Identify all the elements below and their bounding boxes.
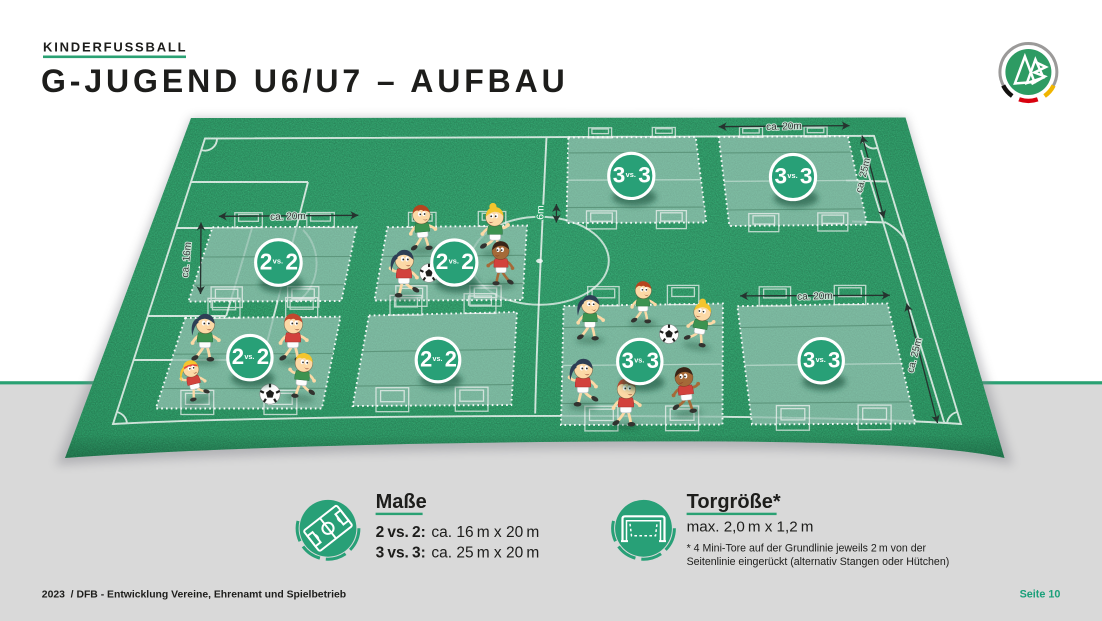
svg-text:3: 3 [613, 163, 626, 188]
svg-text:vs.: vs. [626, 170, 636, 179]
svg-text:3: 3 [622, 348, 634, 373]
svg-text:ca. 20m: ca. 20m [797, 291, 833, 303]
svg-text:2: 2 [436, 249, 449, 274]
svg-text:vs.: vs. [449, 257, 459, 266]
svg-text:2 vs. 2:: 2 vs. 2: [376, 524, 426, 541]
svg-text:Seite 10: Seite 10 [1020, 589, 1061, 601]
svg-text:2: 2 [445, 347, 457, 372]
svg-text:2: 2 [232, 344, 244, 369]
svg-text:vs.: vs. [433, 354, 443, 363]
svg-text:2: 2 [285, 248, 298, 274]
svg-text:ca. 20m: ca. 20m [766, 121, 802, 133]
svg-text:vs.: vs. [634, 356, 644, 365]
svg-text:ca. 16 m x 20 m: ca. 16 m x 20 m [431, 524, 539, 541]
svg-text:3: 3 [800, 164, 813, 189]
svg-text:KINDERFUSSBALL: KINDERFUSSBALL [43, 40, 187, 55]
svg-text:2: 2 [257, 344, 269, 369]
svg-text:ca. 16m: ca. 16m [180, 242, 194, 278]
svg-text:2023 / DFB - Entwicklung Vere: 2023 / DFB - Entwicklung Vereine, Ehrena… [42, 590, 346, 601]
svg-text:ca. 20m: ca. 20m [270, 211, 306, 223]
svg-text:3: 3 [647, 348, 659, 373]
svg-text:vs.: vs. [816, 355, 826, 364]
svg-text:Maße: Maße [376, 491, 427, 513]
svg-text:vs.: vs. [787, 171, 797, 180]
svg-text:3: 3 [803, 347, 815, 372]
svg-text:3: 3 [775, 164, 788, 189]
svg-text:3 vs. 3:: 3 vs. 3: [376, 545, 426, 562]
svg-text:3: 3 [828, 347, 840, 372]
svg-text:vs.: vs. [273, 257, 283, 266]
svg-text:* 4 Mini-Tore auf der Grundlin: * 4 Mini-Tore auf der Grundlinie jeweils… [687, 543, 927, 555]
svg-text:2: 2 [420, 347, 432, 372]
svg-text:Torgröße*: Torgröße* [687, 491, 781, 513]
svg-text:Seitenlinie eingerückt (altern: Seitenlinie eingerückt (alternativ Stang… [687, 556, 950, 568]
svg-text:G-JUGEND U6/U7 – AUFBAU: G-JUGEND U6/U7 – AUFBAU [41, 63, 569, 99]
svg-text:2: 2 [461, 249, 474, 274]
svg-text:ca. 25 m x 20 m: ca. 25 m x 20 m [431, 545, 539, 562]
svg-text:2: 2 [260, 248, 273, 274]
svg-text:vs.: vs. [244, 352, 254, 361]
svg-text:6m: 6m [534, 205, 546, 220]
svg-text:3: 3 [638, 163, 651, 188]
svg-text:max. 2,0 m x 1,2 m: max. 2,0 m x 1,2 m [687, 519, 814, 536]
